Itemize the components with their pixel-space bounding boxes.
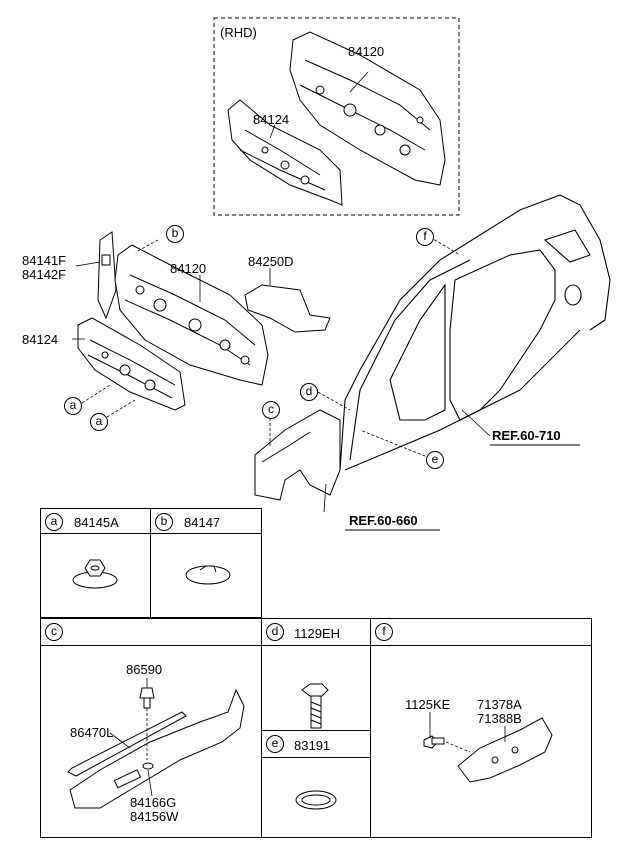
rhd-label: (RHD) xyxy=(220,25,257,40)
rhd-part-84124-label: 84124 xyxy=(253,112,290,127)
part-86470l-label: 86470L xyxy=(70,725,114,740)
callout-a-2: a xyxy=(90,413,108,431)
table-key-e: e xyxy=(266,735,284,753)
part-1125ke-label: 1125KE xyxy=(405,697,451,712)
part-84250d-label: 84250D xyxy=(248,254,294,269)
part-1129eh-label: 1129EH xyxy=(294,626,341,641)
callout-a-1: a xyxy=(64,397,82,415)
dash-panel-84120 xyxy=(114,244,269,386)
fender xyxy=(254,409,341,501)
callout-c: c xyxy=(262,401,280,419)
part-84147-label: 84147 xyxy=(184,515,221,530)
rhd-part-84120-label: 84120 xyxy=(348,44,385,59)
table-c-f xyxy=(40,618,592,838)
rhd-dash-panel-84120 xyxy=(289,31,446,186)
part-83191-label: 83191 xyxy=(294,738,331,753)
divider xyxy=(261,618,262,838)
divider xyxy=(370,618,371,838)
part-84145a-label: 84145A xyxy=(74,515,119,530)
rhd-panel-84124 xyxy=(227,99,343,206)
pad-84250d xyxy=(244,284,331,333)
part-71388b-label: 71388B xyxy=(477,711,522,726)
ref-60-660: REF.60-660 xyxy=(349,513,418,528)
callout-e: e xyxy=(426,451,444,469)
part-86590-label: 86590 xyxy=(126,662,163,677)
side-body-frame xyxy=(339,194,611,471)
pad-84141f xyxy=(97,231,117,320)
panel-84124 xyxy=(77,317,186,411)
part-71378a-label: 71378A xyxy=(477,697,522,712)
ref-60-710: REF.60-710 xyxy=(492,428,561,443)
part-84120-label: 84120 xyxy=(170,261,207,276)
table-a-b xyxy=(40,508,262,618)
divider xyxy=(150,508,151,618)
callout-f: f xyxy=(416,228,434,246)
part-84141f-label: 84141F xyxy=(22,253,67,268)
divider xyxy=(261,730,370,731)
table-key-a: a xyxy=(45,513,63,531)
part-84124-label: 84124 xyxy=(22,332,59,347)
divider xyxy=(40,533,262,534)
callout-d: d xyxy=(300,383,318,401)
table-key-d: d xyxy=(266,623,284,641)
part-84156w-label: 84156W xyxy=(130,809,179,824)
part-84142f-label: 84142F xyxy=(22,267,67,282)
table-key-c: c xyxy=(45,623,63,641)
table-key-f: f xyxy=(375,623,393,641)
callout-b: b xyxy=(166,225,184,243)
divider xyxy=(40,645,592,646)
table-key-b: b xyxy=(155,513,173,531)
rhd-dashed-box xyxy=(213,17,460,216)
part-84166g-label: 84166G xyxy=(130,795,177,810)
divider xyxy=(261,757,370,758)
